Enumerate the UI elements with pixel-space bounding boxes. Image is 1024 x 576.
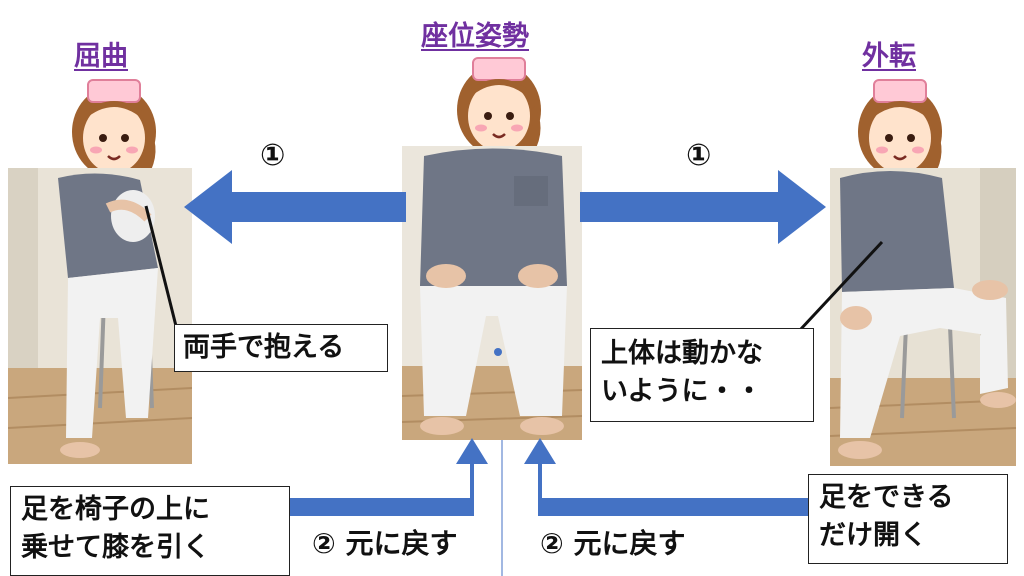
return-label-left: ② 元に戻す — [312, 527, 458, 560]
return-arrow-left-icon — [286, 438, 488, 516]
nurse-face-icon — [72, 79, 156, 178]
return-label-right: ② 元に戻す — [540, 527, 686, 560]
callout-text-line: 乗せて膝を引く — [21, 532, 210, 563]
callout-text-line: いように・・ — [601, 376, 763, 407]
callout-text-line: 上体は動かな — [601, 338, 763, 369]
return-arrow-right-icon — [524, 438, 816, 516]
title-abduction: 外転 — [862, 41, 916, 72]
divider-line — [501, 440, 503, 576]
callout-open-feet: 足をできる だけ開く — [808, 474, 1008, 564]
pointer-line-upper-body — [798, 240, 884, 332]
title-sitting-posture: 座位姿勢 — [421, 21, 529, 52]
callout-text: 両手で抱える — [183, 332, 345, 363]
callout-hold-with-hands: 両手で抱える — [174, 324, 388, 372]
callout-put-foot: 足を椅子の上に 乗せて膝を引く — [10, 486, 290, 576]
callout-text-line: 足をできる — [819, 482, 954, 513]
callout-text-line: 足を椅子の上に — [21, 494, 210, 525]
callout-upper-body: 上体は動かな いように・・ — [590, 328, 814, 422]
sitting-posture-photo — [402, 146, 582, 440]
arrow-right-icon — [580, 170, 826, 244]
pointer-line-hands — [144, 205, 182, 343]
step-1-left: ① — [260, 138, 286, 173]
flexion-photo — [8, 168, 192, 464]
title-flexion: 屈曲 — [74, 41, 128, 72]
nurse-face-icon — [858, 79, 942, 178]
step-1-right: ① — [686, 138, 712, 173]
callout-text-line: だけ開く — [819, 520, 927, 551]
abduction-photo — [830, 168, 1016, 466]
arrow-left-icon — [184, 170, 406, 244]
nurse-face-icon — [457, 57, 541, 156]
